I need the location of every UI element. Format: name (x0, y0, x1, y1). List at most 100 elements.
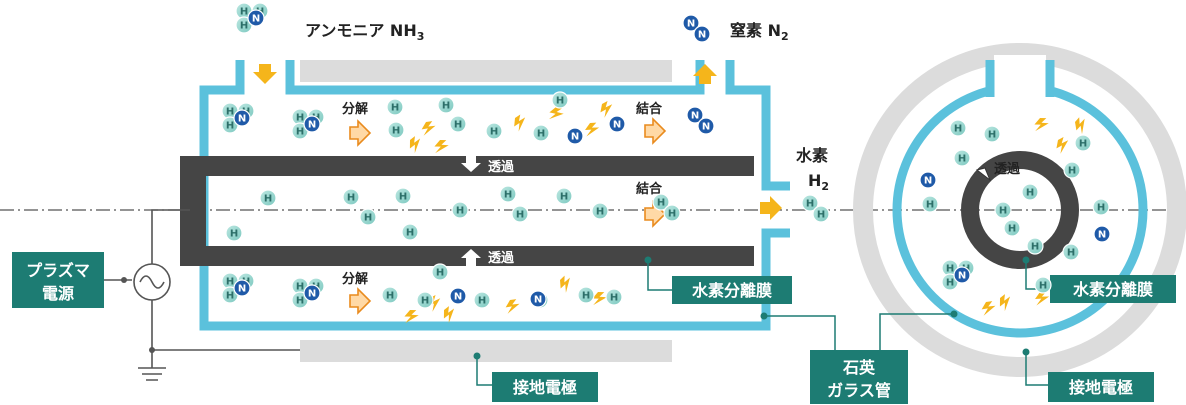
plasma-spark-icon (585, 122, 600, 137)
ground-electrode-ring (853, 43, 1186, 377)
svg-text:H: H (490, 127, 498, 138)
hydrogen-atom: H (1062, 243, 1080, 261)
svg-text:N: N (308, 289, 316, 300)
reaction-arrow-icon (644, 117, 667, 145)
svg-text:H: H (1068, 166, 1076, 177)
plasma-spark-icon (592, 292, 607, 306)
svg-text:H: H (954, 124, 962, 135)
svg-text:H: H (657, 198, 665, 209)
svg-text:H: H (226, 121, 234, 132)
hydrogen-atom: H (801, 194, 819, 212)
plasma-spark-icon (999, 294, 1011, 312)
plasma-power-tag-line2: 電源 (42, 284, 74, 303)
combine-label-middle: 結合 (636, 181, 663, 197)
svg-text:H: H (226, 277, 234, 288)
svg-text:H: H (399, 192, 407, 203)
svg-text:H: H (610, 293, 618, 304)
svg-text:N: N (691, 111, 699, 122)
leader-dots (473, 256, 1030, 360)
hydrogen-atom: H (921, 195, 939, 213)
ground-tag-right (1048, 372, 1154, 402)
hydrogen-atom: H (1026, 237, 1044, 255)
plasma-spark-icon (404, 310, 419, 324)
hydrogen-atom: H (225, 224, 243, 242)
quartz-tag-line2: ガラス管 (827, 381, 891, 400)
hydrogen-atom: H (381, 286, 399, 304)
hydrogen-atom: H (1063, 161, 1081, 179)
nitrogen-label: 窒素 N2 (730, 21, 789, 43)
hydrogen-atom: H (532, 124, 550, 142)
svg-text:H: H (392, 126, 400, 137)
svg-text:N: N (571, 132, 579, 143)
plasma-spark-icon (1034, 118, 1049, 132)
hydrogen-atom: H (473, 291, 491, 309)
hydrogen-atom: H (359, 208, 377, 226)
membrane-tag-left (672, 276, 792, 304)
reaction-arrow-icon (349, 119, 372, 147)
svg-text:H: H (230, 229, 238, 240)
junction-dot (149, 347, 155, 353)
ground-electrode-top (300, 60, 672, 82)
decompose-label-top: 分解 (342, 101, 368, 117)
svg-text:H: H (958, 154, 966, 165)
membrane-tag-right (1050, 275, 1176, 303)
svg-text:H: H (556, 96, 564, 107)
hydrogen-atom: H (591, 202, 609, 220)
hydrogen-atom: H (949, 119, 967, 137)
inflow-arrow-icon (253, 64, 277, 84)
nitrogen-atom: N (233, 279, 251, 297)
membrane-tag-right-text: 水素分離膜 (1073, 280, 1153, 299)
nitrogen-atom: N (303, 115, 321, 133)
svg-text:N: N (698, 30, 706, 41)
svg-text:N: N (702, 122, 710, 133)
decompose-label-bottom: 分解 (342, 271, 368, 287)
nitrogen-atom: N (919, 171, 937, 189)
svg-text:H: H (1026, 188, 1034, 199)
svg-text:H: H (1067, 248, 1075, 259)
svg-text:N: N (534, 295, 542, 306)
hydrogen-atom: H (652, 193, 670, 211)
svg-text:N: N (958, 271, 966, 282)
hydrogen-atom: H (437, 96, 455, 114)
svg-text:H: H (226, 107, 234, 118)
permeate-arrow-top-icon (461, 156, 481, 172)
svg-text:H: H (386, 291, 394, 302)
plasma-spark-icon (409, 136, 421, 154)
nitrogen-atom: N (303, 284, 321, 302)
svg-text:N: N (252, 14, 260, 25)
plasma-spark-icon (505, 299, 520, 314)
nitrogen-atom: N (233, 109, 251, 127)
svg-text:H: H (391, 103, 399, 114)
svg-text:H: H (504, 190, 512, 201)
molecules: HHHNHHHNHHHNHHHNHHHNHHHNNNNNHHHHHHHHHHHH… (221, 2, 1111, 309)
nitrogen-atom: N (693, 25, 711, 43)
plasma-power-tag-line1: プラズマ (26, 261, 90, 280)
svg-text:H: H (806, 199, 814, 210)
nitrogen-atom: N (247, 9, 265, 27)
svg-text:N: N (1098, 230, 1106, 241)
quartz-tag (810, 350, 908, 404)
hydrogen-atom: H (663, 204, 681, 222)
svg-text:H: H (1079, 139, 1087, 150)
svg-text:N: N (308, 120, 316, 131)
hydrogen-atom: H (577, 286, 595, 304)
svg-text:H: H (926, 200, 934, 211)
quartz-tag-line1: 石英 (842, 358, 876, 377)
svg-text:H: H (516, 210, 524, 221)
nitrogen-atom: N (566, 127, 584, 145)
svg-text:H: H (296, 113, 304, 124)
hydrogen-outflow-arrow-icon (760, 196, 782, 220)
svg-text:H: H (454, 120, 462, 131)
hydrogen-atom: H (386, 98, 404, 116)
svg-text:H: H (560, 192, 568, 203)
nitrogen-atom: N (449, 287, 467, 305)
plasma-spark-icon (434, 140, 449, 154)
ground-electrode-bottom (300, 340, 672, 362)
permeate-label-top: 透過 (488, 159, 515, 175)
nitrogen-atom: N (682, 14, 700, 32)
hydrogen-atom: H (485, 122, 503, 140)
quartz-neck (985, 60, 1055, 97)
nitrogen-atom: N (953, 266, 971, 284)
svg-text:N: N (613, 120, 621, 131)
